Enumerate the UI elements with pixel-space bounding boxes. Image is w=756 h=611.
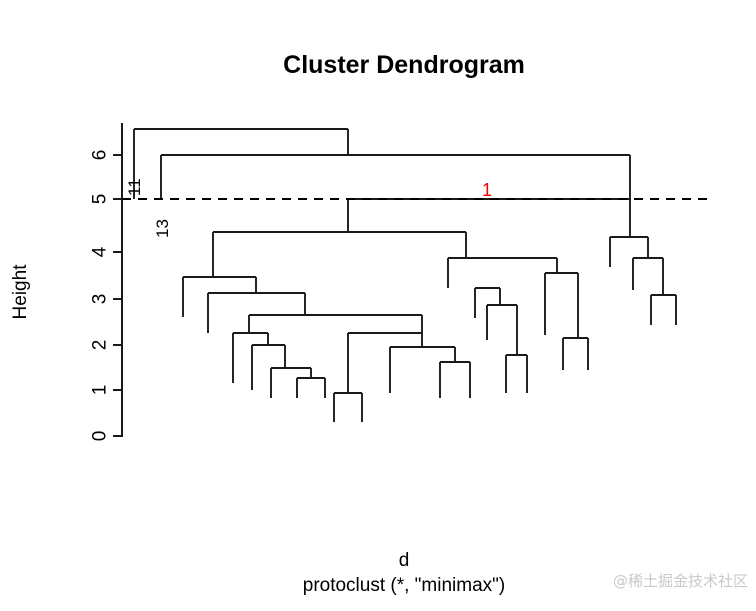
- leaf-label-11: 11: [125, 178, 144, 196]
- x-axis-label: d: [399, 550, 410, 571]
- y-axis-label: Height: [10, 264, 31, 320]
- y-tick-label-5: 5: [90, 194, 111, 205]
- x-axis-sublabel: protoclust (*, "minimax"): [303, 575, 505, 596]
- y-tick-label-6: 6: [90, 150, 111, 161]
- y-axis-tick-labels: 6 5 4 3 2 1 0: [90, 150, 111, 442]
- y-tick-label-1: 1: [90, 385, 111, 396]
- dendrogram-branches: [133, 128, 677, 422]
- y-tick-label-4: 4: [90, 246, 111, 257]
- y-axis: [113, 123, 123, 437]
- watermark: @稀土掘金技术社区: [613, 572, 748, 590]
- page-title: Cluster Dendrogram: [283, 51, 525, 79]
- y-tick-label-0: 0: [90, 431, 111, 442]
- leaf-label-13: 13: [153, 219, 172, 238]
- y-tick-label-3: 3: [90, 294, 111, 305]
- leaf-labels: 11 13: [125, 178, 172, 238]
- y-tick-label-2: 2: [90, 340, 111, 351]
- cluster-1-label: 1: [482, 180, 492, 200]
